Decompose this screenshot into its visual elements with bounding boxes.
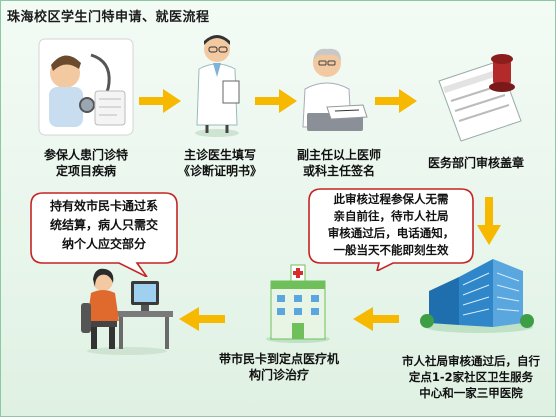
audit-note-text: 此审核过程参保人无需 亲自前往，待市人社局 审核通过后，电话通知， 一般当天不能… xyxy=(311,191,471,259)
audit-note-line-3: 审核通过后，电话通知， xyxy=(327,226,455,240)
settlement-note-line-3: 纳个人应交部分 xyxy=(61,237,146,251)
step-2-line-2: 《诊断证明书》 xyxy=(177,164,262,178)
step-6-line-2: 构门诊治疗 xyxy=(248,368,309,382)
hospital-building-icon xyxy=(266,264,330,343)
step-5-line-3: 中心和一家三甲医院 xyxy=(419,386,523,400)
flow-arrow-left-1 xyxy=(353,307,399,331)
settlement-note-line-2: 统结算，病人只需交 xyxy=(49,218,158,232)
step-3-caption: 副主任以上医师 或科主任签名 xyxy=(287,147,391,179)
step-4-line-1: 医务部门审核盖章 xyxy=(427,156,524,170)
audit-note-line-1: 此审核过程参保人无需 xyxy=(333,192,449,206)
flow-arrow-left-2 xyxy=(179,307,225,331)
step-1-line-2: 定项目疾病 xyxy=(55,164,116,178)
senior-doctor-signing-icon xyxy=(302,48,368,131)
step-2-caption: 主诊医生填写 《诊断证明书》 xyxy=(161,147,279,179)
diagram-title: 珠海校区学生门特申请、就医流程 xyxy=(7,10,210,25)
step-2-line-1: 主诊医生填写 xyxy=(183,148,256,162)
audit-note-bubble xyxy=(308,188,474,271)
settlement-note-bubble xyxy=(30,192,178,277)
flow-arrow-down xyxy=(477,197,501,245)
doctor-writing-icon xyxy=(195,35,240,137)
step-3-line-1: 副主任以上医师 xyxy=(296,148,381,162)
step-5-line-1: 市人社局审核通过后，自行 xyxy=(402,354,540,368)
stamped-document-icon xyxy=(438,54,522,142)
step-6-caption: 带市民卡到定点医疗机 构门诊治疗 xyxy=(199,351,359,383)
settlement-note-line-1: 持有效市民卡通过系 xyxy=(49,199,158,213)
audit-note-line-4: 一般当天不能即刻生效 xyxy=(333,243,449,257)
flow-arrow-right-3 xyxy=(375,89,417,113)
patient-with-stethoscope-icon xyxy=(38,38,134,136)
patient-at-computer-icon xyxy=(81,268,173,355)
step-1-caption: 参保人患门诊特 定项目疾病 xyxy=(23,147,149,179)
social-security-building-icon xyxy=(420,259,534,333)
settlement-note-text: 持有效市民卡通过系 统结算，病人只需交 纳个人应交部分 xyxy=(33,197,175,254)
step-6-line-1: 带市民卡到定点医疗机 xyxy=(218,352,339,366)
step-4-caption: 医务部门审核盖章 xyxy=(405,155,547,171)
step-5-line-2: 定点1-2家社区卫生服务 xyxy=(408,370,534,384)
flow-arrow-right-2 xyxy=(255,89,297,113)
step-5-caption: 市人社局审核通过后，自行 定点1-2家社区卫生服务 中心和一家三甲医院 xyxy=(391,353,551,401)
step-1-line-1: 参保人患门诊特 xyxy=(43,148,128,162)
audit-note-line-2: 亲自前往，待市人社局 xyxy=(333,209,449,223)
flow-arrow-right-1 xyxy=(139,89,181,113)
step-3-line-2: 或科主任签名 xyxy=(302,164,375,178)
